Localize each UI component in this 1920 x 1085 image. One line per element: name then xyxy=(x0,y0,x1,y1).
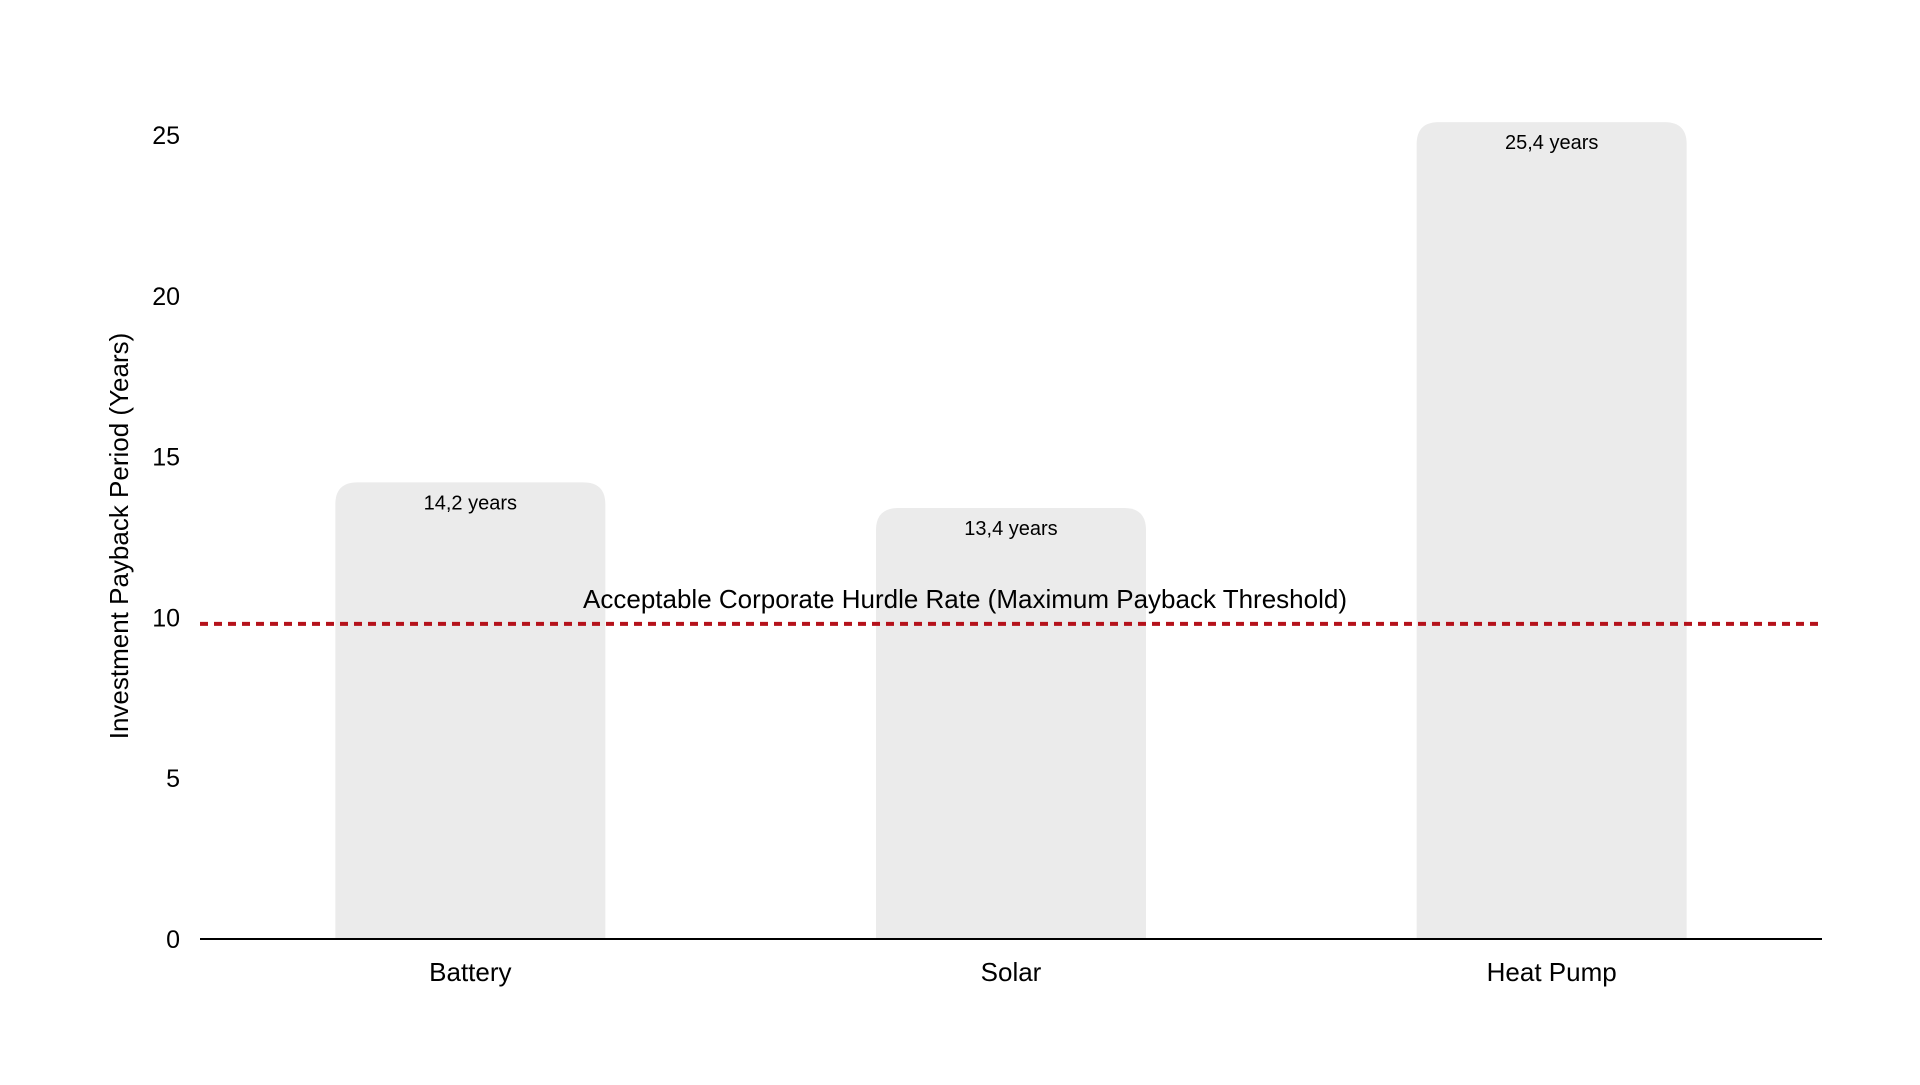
y-tick-label: 15 xyxy=(152,444,180,472)
bar-battery xyxy=(335,482,606,939)
y-axis-ticks: 0 5 10 15 20 25 xyxy=(152,122,180,954)
y-axis-title: Investment Payback Period (Years) xyxy=(104,333,134,740)
x-tick-label: Solar xyxy=(981,957,1042,987)
category-labels: Battery Solar Heat Pump xyxy=(429,957,1617,987)
bars: 14,2 years 13,4 years 25,4 years xyxy=(335,122,1687,940)
data-label: 13,4 years xyxy=(964,518,1057,540)
data-label: 14,2 years xyxy=(424,492,517,514)
hurdle-rate-label: Acceptable Corporate Hurdle Rate (Maximu… xyxy=(583,584,1347,614)
y-tick-label: 0 xyxy=(166,926,180,954)
reference-line-group: Acceptable Corporate Hurdle Rate (Maximu… xyxy=(200,584,1822,626)
y-tick-label: 20 xyxy=(152,283,180,311)
data-label: 25,4 years xyxy=(1505,132,1598,154)
bar-solar xyxy=(876,508,1146,939)
y-tick-label: 10 xyxy=(152,604,180,632)
y-tick-label: 5 xyxy=(166,765,180,793)
bar-heat-pump xyxy=(1416,122,1687,940)
x-tick-label: Battery xyxy=(429,957,511,987)
y-tick-label: 25 xyxy=(152,122,180,150)
x-tick-label: Heat Pump xyxy=(1487,957,1617,987)
